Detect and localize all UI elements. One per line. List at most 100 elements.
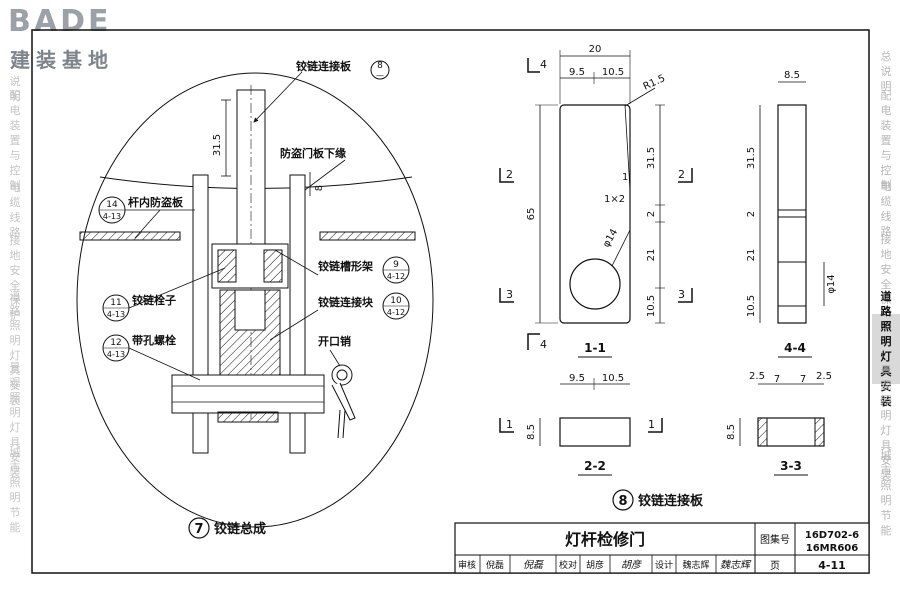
svg-text:9.5: 9.5 (569, 373, 585, 384)
svg-text:10.5: 10.5 (602, 67, 624, 78)
plate-view-4-4 (777, 104, 807, 324)
label-door-edge: 防盗门板下缘 (280, 146, 346, 160)
view-2-2-label: 2-2 (584, 459, 606, 473)
ref-hinge-bolt-bot: 4-13 (107, 310, 125, 319)
left-tab-3: 接地安全保护 (9, 233, 21, 322)
svg-text:2: 2 (646, 211, 657, 217)
antitheft-plate-left (79, 231, 181, 241)
svg-text:10.5: 10.5 (602, 373, 624, 384)
label-hinge-block: 铰链连接块 (318, 295, 374, 309)
label-hole-bolt: 带孔螺栓 (132, 333, 176, 347)
right-tab-2[interactable]: 电缆线路 (880, 180, 892, 238)
svg-text:设计: 设计 (655, 559, 673, 571)
hole-bolt (171, 374, 325, 414)
brand-logo: BADE (8, 4, 112, 39)
plate-view-2-2 (559, 417, 631, 447)
label-antitheft: 杆内防盗板 (128, 195, 184, 209)
right-tab-5[interactable]: 景观照明灯具安装 (880, 364, 892, 482)
svg-text:φ14: φ14 (826, 274, 837, 293)
ref-hinge-bolt-top: 11 (110, 298, 121, 308)
left-tab-4: 道路照明灯具安装 (9, 288, 21, 407)
ref-channel-bot: 4-12 (387, 272, 405, 281)
svg-text:3: 3 (678, 288, 685, 301)
plate-view-3-3 (757, 417, 825, 447)
ref-antitheft-bot: 4-13 (103, 212, 121, 221)
svg-text:2.5: 2.5 (816, 371, 832, 382)
left-tab-6: 城市照明节能 (9, 446, 21, 534)
right-tab-6[interactable]: 城市照明节能 (880, 449, 892, 537)
left-tab-0: 说明 (9, 75, 21, 103)
view-1-1-label: 1-1 (584, 341, 606, 355)
page-number: 4-11 (818, 559, 846, 572)
svg-text:31.5: 31.5 (646, 147, 657, 169)
svg-text:8.5: 8.5 (784, 70, 800, 81)
svg-text:10.5: 10.5 (746, 295, 757, 317)
right-tab-0[interactable]: 总说明 (880, 49, 892, 93)
dim-8: 8 (314, 185, 325, 191)
ref-hole-bolt-top: 12 (110, 338, 121, 348)
svg-text:1: 1 (648, 418, 655, 431)
assembly-title: 铰链总成 (214, 521, 266, 537)
antitheft-plate-right (319, 231, 416, 241)
svg-text:7: 7 (774, 374, 780, 385)
label-hinge-bolt: 铰链栓子 (132, 293, 176, 307)
svg-text:魏志辉: 魏志辉 (682, 559, 709, 571)
drawing-frame (31, 29, 870, 574)
ref-hinge-plate-top: 8 (377, 61, 383, 71)
ref-hinge-plate-bot: — (376, 71, 384, 80)
label-channel: 铰链槽形架 (318, 259, 373, 273)
svg-text:2: 2 (746, 211, 757, 217)
svg-text:3: 3 (506, 288, 513, 301)
dim-31-5: 31.5 (212, 134, 223, 156)
svg-text:1: 1 (506, 418, 513, 431)
view-4-4-label: 4-4 (784, 341, 806, 355)
svg-text:7: 7 (800, 374, 806, 385)
svg-text:4: 4 (540, 58, 547, 71)
svg-text:审核: 审核 (458, 559, 476, 571)
detail-ellipse (76, 72, 434, 528)
svg-text:21: 21 (646, 249, 657, 262)
atlas-number-2: 16MR606 (806, 543, 858, 554)
reviewer-signature: 倪磊 (523, 559, 544, 571)
svg-text:图集号: 图集号 (760, 533, 790, 546)
svg-text:21: 21 (746, 249, 757, 262)
svg-text:2: 2 (678, 168, 685, 181)
label-hinge-plate: 铰链连接板 (296, 59, 352, 73)
hinge-assembly-drawing: 31.5 8 铰链连接板 8 — 防盗门板下缘 14 4-13 杆内防盗板 铰链… (76, 59, 434, 539)
left-tab-2: 电缆线路 (9, 181, 21, 239)
svg-text:20: 20 (589, 44, 602, 55)
svg-text:2: 2 (506, 168, 513, 181)
svg-text:页: 页 (770, 560, 780, 572)
svg-text:胡彦: 胡彦 (586, 559, 604, 571)
ref-hinge-block-bot: 4-12 (387, 308, 405, 317)
svg-text:校对: 校对 (559, 559, 577, 571)
ref-antitheft-top: 14 (106, 200, 118, 210)
svg-text:4: 4 (540, 338, 547, 351)
left-tab-5: 景观照明灯具安装 (9, 361, 21, 479)
svg-text:9.5: 9.5 (569, 67, 585, 78)
hinge-plate-drawing: φ14 1×2 1 R1.5 20 9.5 10.5 65 31.5 2 21 … (499, 44, 837, 511)
svg-text:8.5: 8.5 (726, 424, 737, 440)
ref-hinge-block-top: 10 (390, 296, 402, 306)
label-split-pin: 开口销 (318, 334, 351, 348)
ref-channel-top: 9 (393, 260, 399, 270)
right-tab-4[interactable]: 道路照明灯具安装 (872, 290, 900, 408)
svg-text:R1.5: R1.5 (642, 73, 667, 93)
atlas-number-1: 16D702-6 (805, 530, 859, 541)
plate-title-number: 8 (618, 494, 627, 509)
assembly-title-number: 7 (194, 522, 203, 537)
right-tab-1[interactable]: 配电装置与控制 (880, 88, 892, 192)
left-tab-1: 配电装置与控制 (9, 88, 21, 192)
svg-text:10.5: 10.5 (646, 295, 657, 317)
svg-text:8.5: 8.5 (526, 424, 537, 440)
svg-text:2.5: 2.5 (749, 371, 765, 382)
view-3-3-label: 3-3 (780, 459, 802, 473)
svg-text:1: 1 (622, 172, 628, 183)
drawing-title: 灯杆检修门 (565, 530, 645, 549)
brand-subtitle: 建装基地 (10, 48, 114, 72)
svg-text:65: 65 (526, 208, 537, 221)
svg-text:倪磊: 倪磊 (486, 559, 504, 571)
plate-hole-1-1 (569, 258, 621, 310)
title-block: 灯杆检修门 图集号 16D702-6 16MR606 页 4-11 审核 倪磊 … (454, 522, 870, 574)
